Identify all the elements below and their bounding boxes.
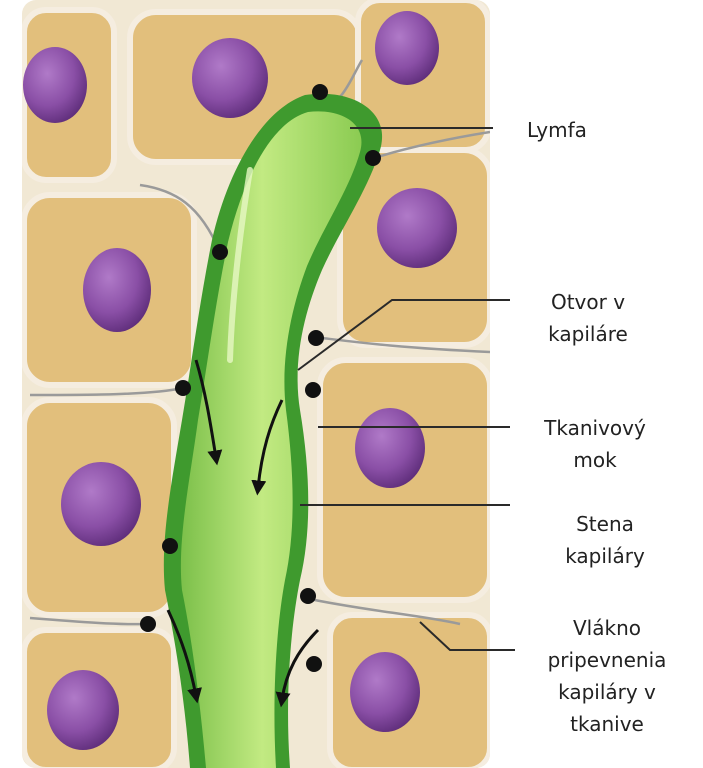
nucleus <box>61 462 141 546</box>
fiber-node <box>162 538 178 554</box>
fiber-node <box>212 244 228 260</box>
nucleus <box>350 652 420 732</box>
fiber-node <box>300 588 316 604</box>
nucleus <box>377 188 457 268</box>
fiber-node <box>365 150 381 166</box>
fiber-node <box>308 330 324 346</box>
nucleus <box>83 248 151 332</box>
label-tkanivovy-mok: Tkanivový mok <box>530 412 660 476</box>
label-otvor-v-kapilare: Otvor v kapiláre <box>528 286 648 350</box>
nucleus <box>47 670 119 750</box>
fiber-node <box>312 84 328 100</box>
fiber-node <box>305 382 321 398</box>
nucleus <box>375 11 439 85</box>
label-lymfa: Lymfa <box>527 114 587 146</box>
label-vlakno-pripevnenia: Vlákno pripevnenia kapiláry v tkanive <box>532 612 682 740</box>
fiber-node <box>140 616 156 632</box>
fiber-node <box>306 656 322 672</box>
nucleus <box>355 408 425 488</box>
nucleus <box>192 38 268 118</box>
nucleus <box>23 47 87 123</box>
label-stena-kapilary: Stena kapiláry <box>545 508 665 572</box>
fiber-node <box>175 380 191 396</box>
